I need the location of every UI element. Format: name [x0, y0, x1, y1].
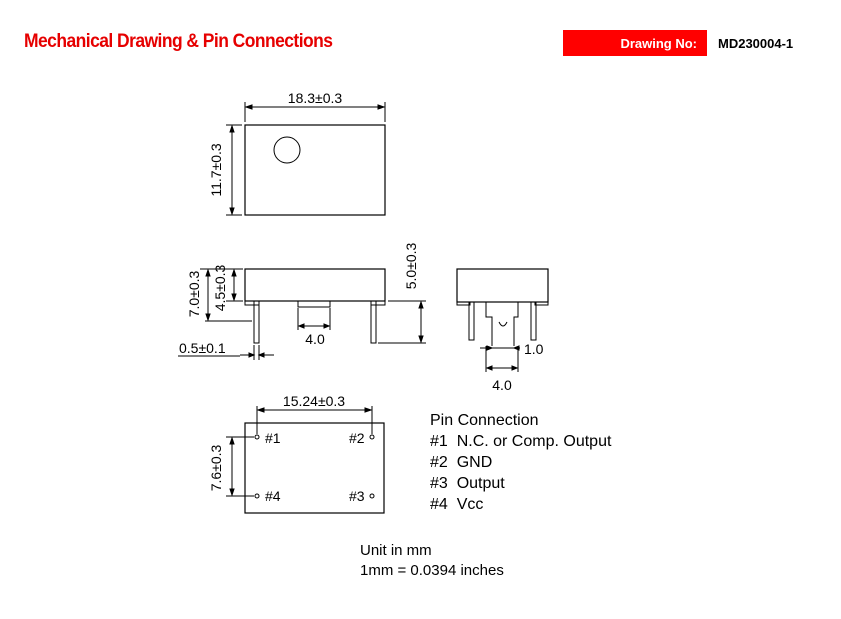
- side-body-height-dim: 4.5±0.3: [212, 264, 228, 311]
- pin-connection-table: Pin Connection #1 N.C. or Comp. Output #…: [430, 410, 611, 515]
- bottom-view: #1 #2 #4 #3 15.24±0.3 7.6±0.3: [208, 393, 385, 514]
- pin-2-label: #2: [349, 430, 365, 446]
- end-pin-offset-dim: 1.0: [524, 341, 544, 357]
- side-inner-spacing-dim: 4.0: [305, 331, 325, 347]
- pin-connection-row: #1 N.C. or Comp. Output: [430, 433, 612, 450]
- end-view: 1.0 4.0: [456, 268, 549, 393]
- orientation-mark: [273, 136, 301, 164]
- top-width-dim: 18.3±0.3: [288, 90, 343, 106]
- pin-connection-row: #2 GND: [430, 454, 493, 471]
- side-total-height-dim: 7.0±0.3: [186, 270, 202, 317]
- page-title: Mechanical Drawing & Pin Connections: [24, 31, 333, 52]
- side-view: 4.0 0.5±0.1 7.0±0.3 4.5±0.3 5.0±0.3: [178, 242, 426, 360]
- pin-connection-row: #3 Output: [430, 475, 505, 492]
- pin-connection-title: Pin Connection: [430, 412, 539, 429]
- pin-3-dot: [369, 493, 375, 499]
- bottom-rows-dim: 7.6±0.3: [208, 444, 224, 491]
- pin-1-label: #1: [265, 430, 281, 446]
- bottom-pitch-dim: 15.24±0.3: [283, 393, 345, 409]
- pin-3-label: #3: [349, 488, 365, 504]
- pin-width-dim: 0.5±0.1: [179, 340, 226, 356]
- conversion-line: 1mm = 0.0394 inches: [360, 562, 504, 579]
- pin-4-dot: [254, 493, 260, 499]
- drawing-number-label: Drawing No:: [563, 30, 707, 56]
- pin-connection-row: #4 Vcc: [430, 496, 484, 513]
- unit-line: Unit in mm: [360, 542, 432, 559]
- end-pin-spacing-dim: 4.0: [492, 377, 512, 393]
- pin-4-label: #4: [265, 488, 281, 504]
- pin-1-dot: [254, 434, 260, 440]
- top-height-dim: 11.7±0.3: [208, 143, 224, 197]
- unit-note: Unit in mm 1mm = 0.0394 inches: [360, 541, 504, 581]
- top-view: 18.3±0.3 11.7±0.3: [208, 90, 386, 216]
- pin-2-dot: [369, 434, 375, 440]
- drawing-number: MD230004-1: [718, 36, 794, 51]
- side-pin-length-dim: 5.0±0.3: [403, 242, 419, 289]
